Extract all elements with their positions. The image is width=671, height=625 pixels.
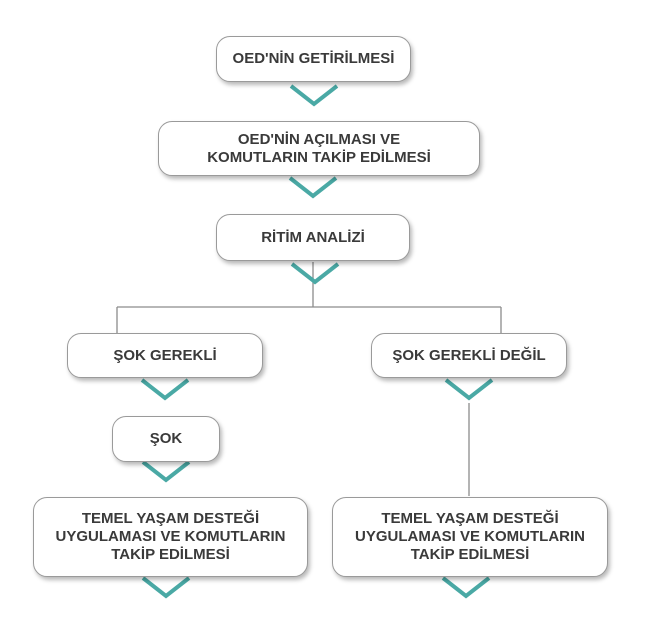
arrow-chevron (140, 378, 190, 401)
node-text-line: TAKİP EDİLMESİ (111, 546, 230, 563)
node-text-line: UYGULAMASI VE KOMUTLARIN (55, 528, 286, 545)
node-text-line: RİTİM ANALİZİ (261, 228, 365, 246)
node-text-line: TAKİP EDİLMESİ (410, 546, 530, 563)
arrow-chevron (141, 460, 191, 483)
node-text-line: ŞOK GEREKLİ (113, 346, 217, 364)
arrow-chevron (288, 176, 338, 199)
node-tyd-left: TEMEL YAŞAM DESTEĞİ UYGULAMASI VE KOMUTL… (33, 497, 308, 577)
arrow-chevron (290, 262, 340, 285)
node-text-line: TEMEL YAŞAM DESTEĞİ (81, 510, 260, 527)
node-oed-acilmasi: OED'NİN AÇILMASI VE KOMUTLARIN TAKİP EDİ… (158, 121, 480, 176)
node-sok: ŞOK (112, 416, 220, 462)
node-text-line: ŞOK (149, 430, 183, 447)
node-text-line: OED'NİN AÇILMASI VE (237, 130, 401, 148)
node-tyd-right: TEMEL YAŞAM DESTEĞİ UYGULAMASI VE KOMUTL… (332, 497, 608, 577)
node-sok-gerekli-degil: ŞOK GEREKLİ DEĞİL (371, 333, 567, 378)
node-text-line: KOMUTLARIN TAKİP EDİLMESİ (207, 148, 431, 166)
node-text-line: TEMEL YAŞAM DESTEĞİ (381, 510, 559, 527)
node-oed-getirilmesi: OED'NİN GETİRİLMESİ (216, 36, 411, 82)
node-sok-gerekli: ŞOK GEREKLİ (67, 333, 263, 378)
arrow-chevron (289, 84, 339, 107)
arrow-chevron (141, 576, 191, 599)
node-ritim-analizi: RİTİM ANALİZİ (216, 214, 410, 261)
arrow-chevron (441, 576, 491, 599)
node-text-line: ŞOK GEREKLİ DEĞİL (392, 346, 546, 364)
node-text-line: UYGULAMASI VE KOMUTLARIN (355, 528, 585, 545)
node-text-line: OED'NİN GETİRİLMESİ (232, 50, 395, 67)
arrow-chevron (444, 378, 494, 401)
